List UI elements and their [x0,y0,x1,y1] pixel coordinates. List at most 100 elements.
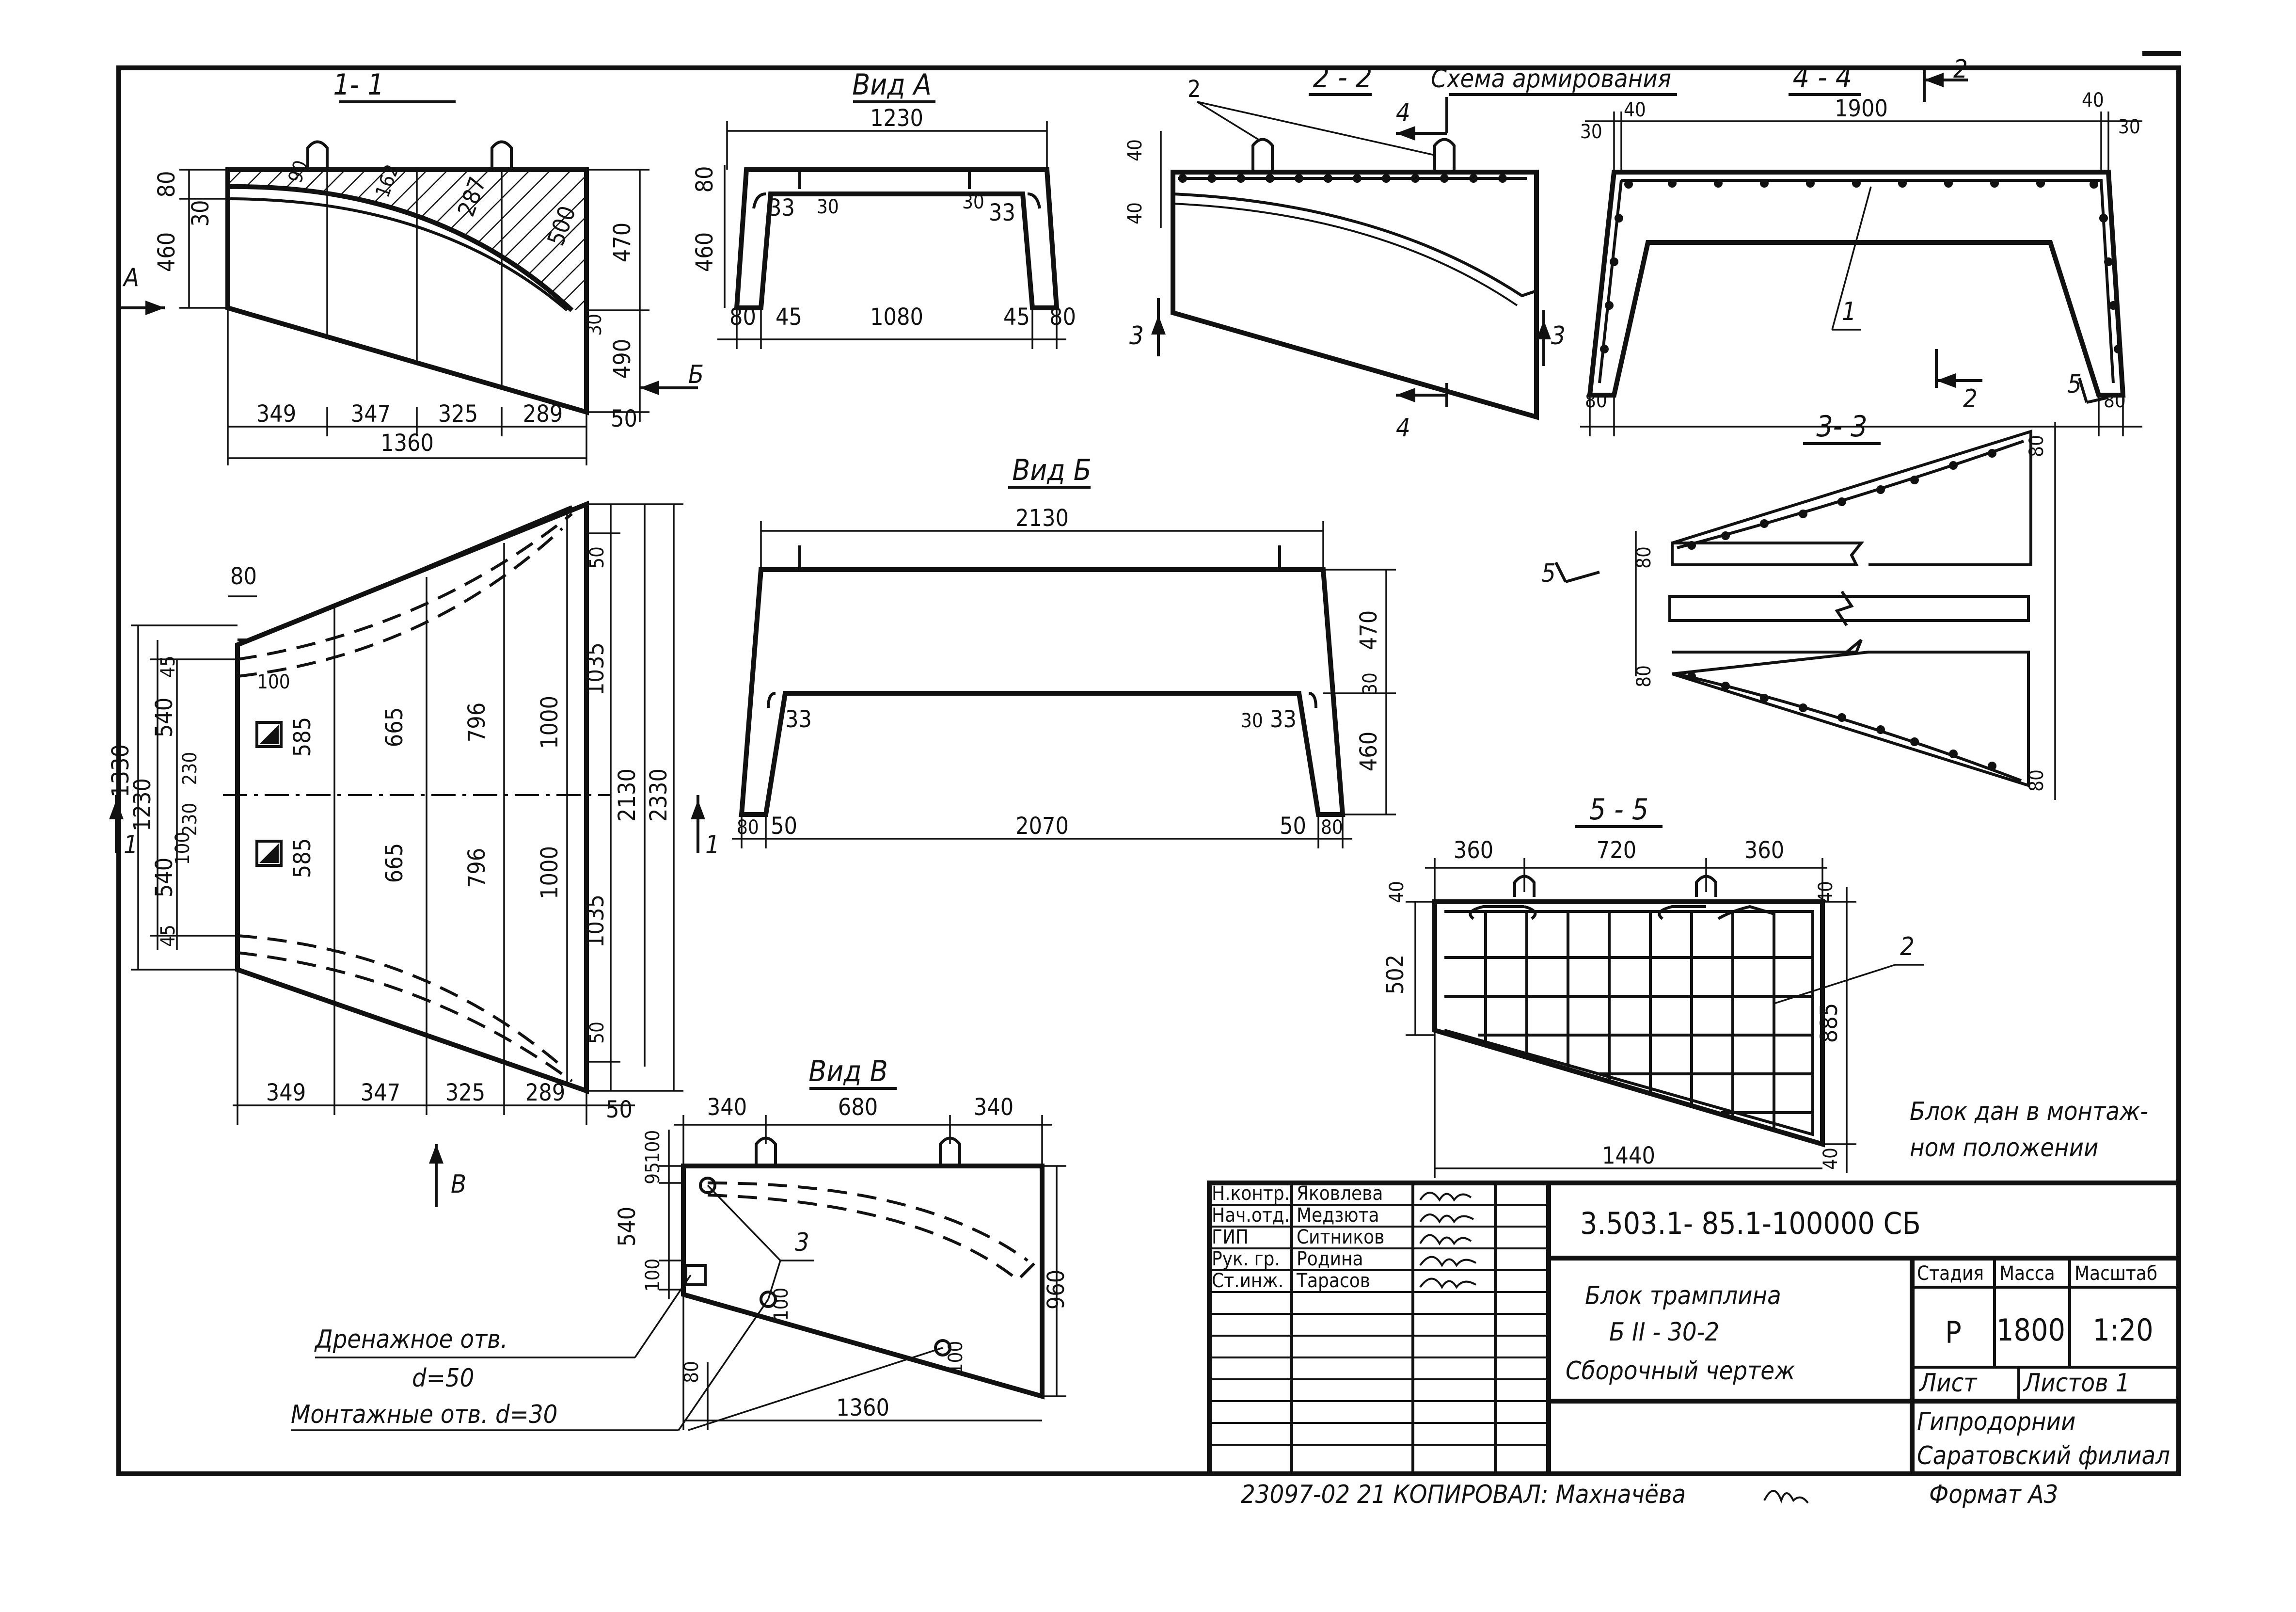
dim-label: 95 [642,1162,664,1184]
dim-label: 289 [525,1079,565,1106]
dim-label: 585 [289,838,316,878]
lifting-loop [491,140,513,167]
dim-label: 360 [1744,837,1784,864]
dim-label: 80 [729,303,756,331]
dim-label: 1000 [536,696,563,749]
dim-label: 80 [691,166,718,193]
cut-marker-2: 2 [1953,55,1968,84]
dim-label: 100 [642,1259,664,1292]
drawing-name: Блок трамплина [1585,1281,1781,1310]
dim-label: 100 [945,1341,967,1374]
dim-label: 470 [1355,610,1382,650]
block-outline [1587,170,2126,398]
role-label: Н.контр. [1212,1182,1290,1205]
dim-label: 289 [523,400,563,428]
drain-hole [255,840,283,867]
dim-label: 30 [1580,121,1602,143]
title-block: Н.контр. Яковлева Нач.отд. Медзюта ГИП С… [1207,1181,2181,1476]
dim-label: 885 [1816,1003,1843,1043]
drawing-mark: Б II - 30-2 [1609,1318,1719,1347]
section-5-5: 5 - 5 360 720 360 40 502 [1382,793,1924,1178]
dim-label: 325 [445,1079,485,1106]
view-marker-v: В [451,1170,466,1199]
dim-label: 30 [187,200,214,227]
dim-label: 80 [153,171,180,198]
callout-3: 3 [795,1228,809,1257]
dim-label: 230 [179,803,201,836]
dim-label: 50 [771,813,797,840]
dim-label: 30 [962,191,984,213]
dim-label: 349 [266,1079,306,1106]
section-4-4-title: 4 - 4 [1793,61,1852,95]
dim-label: 1900 [1835,95,1888,122]
dim-label: 50 [611,405,637,432]
dim-label: 585 [289,717,316,757]
role-label: Рук. гр. [1212,1248,1280,1270]
dim-label: 340 [974,1094,1013,1121]
callout-2: 2 [1900,932,1915,961]
mount-note: Монтажные отв. d=30 [291,1400,557,1429]
dim-label: 720 [1597,837,1636,864]
dim-label: 33 [989,199,1015,226]
section-2-2: 2 - 2 Схема армирования 2 40 40 4 4 [1124,61,1677,443]
drain-hole [684,1264,707,1286]
dim-label: 460 [153,232,180,272]
lifting-loop [1251,138,1274,172]
dim-label: 40 [1386,881,1408,903]
dim-label: 50 [586,546,608,569]
section-5-5-title: 5 - 5 [1589,793,1648,827]
mounting-hole [760,1291,777,1308]
dim-label: 1080 [870,303,923,331]
dim-label: 80 [1321,816,1343,839]
dim-label: 40 [1124,202,1146,224]
dim-label: 1330 [107,744,134,798]
lifting-loop [306,140,329,167]
dim-label: 80 [1049,303,1076,331]
cut-marker-3: 3 [1551,321,1566,351]
cut-marker-2: 2 [1963,384,1978,414]
dim-label: 80 [2104,390,2126,412]
dim-label: 796 [463,848,491,888]
dim-label: 1035 [582,642,609,696]
note-line: ном положении [1910,1133,2098,1163]
dim-label: 1035 [582,894,609,948]
drain-note: Дренажное отв. [314,1325,508,1354]
callout-1: 1 [1842,297,1856,326]
drain-hole [255,721,283,748]
dim-label: 349 [256,400,296,428]
mass-value: 1800 [1996,1312,2065,1348]
dim-label: 540 [614,1207,641,1246]
scale-value: 1:20 [2092,1312,2153,1348]
dim-label: 100 [642,1130,664,1164]
cut-marker-5: 5 [1541,559,1556,588]
view-v: Вид В 340 680 340 100 95 540 100 80 100 … [291,1054,1070,1431]
section-2-2-title: 2 - 2 [1313,61,1372,95]
dim-label: 460 [1355,732,1382,771]
person-name: Яковлева [1297,1182,1383,1205]
dim-label: 45 [1003,303,1030,331]
cut-marker-4: 4 [1396,98,1410,128]
dim-label: 360 [1454,837,1493,864]
view-marker-b: Б [688,360,704,389]
hole-notes: Дренажное отв. d=50 Монтажные отв. d=30 [291,1325,557,1429]
dim-label: 2330 [645,768,672,822]
format-label: Формат А3 [1929,1480,2058,1509]
dim-label: 540 [151,698,178,737]
dim-label: 1230 [129,778,156,831]
dim-label: 340 [707,1094,747,1121]
view-a-title: Вид А [852,68,931,102]
scheme-title: Схема армирования [1431,64,1671,94]
dim-label: 502 [1382,955,1409,994]
dim-label: 80 [2026,435,2048,457]
view-a: Вид А 1230 80 460 33 30 30 33 80 45 1080… [691,68,1076,349]
dim-label: 230 [179,752,201,785]
dim-label: 490 [609,339,636,379]
section-3-3: 3- 3 80 80 80 80 5 5 [1541,370,2109,800]
dim-label: 100 [770,1288,792,1321]
dim-label: 1230 [870,105,923,132]
signatures [1419,1192,1477,1289]
dim-label: 470 [609,223,636,262]
section-1-1: 1- 1 80 30 460 90 162 287 500 470 30 [116,68,704,465]
view-b-title: Вид Б [1012,453,1092,487]
dim-label: 1360 [836,1394,889,1421]
